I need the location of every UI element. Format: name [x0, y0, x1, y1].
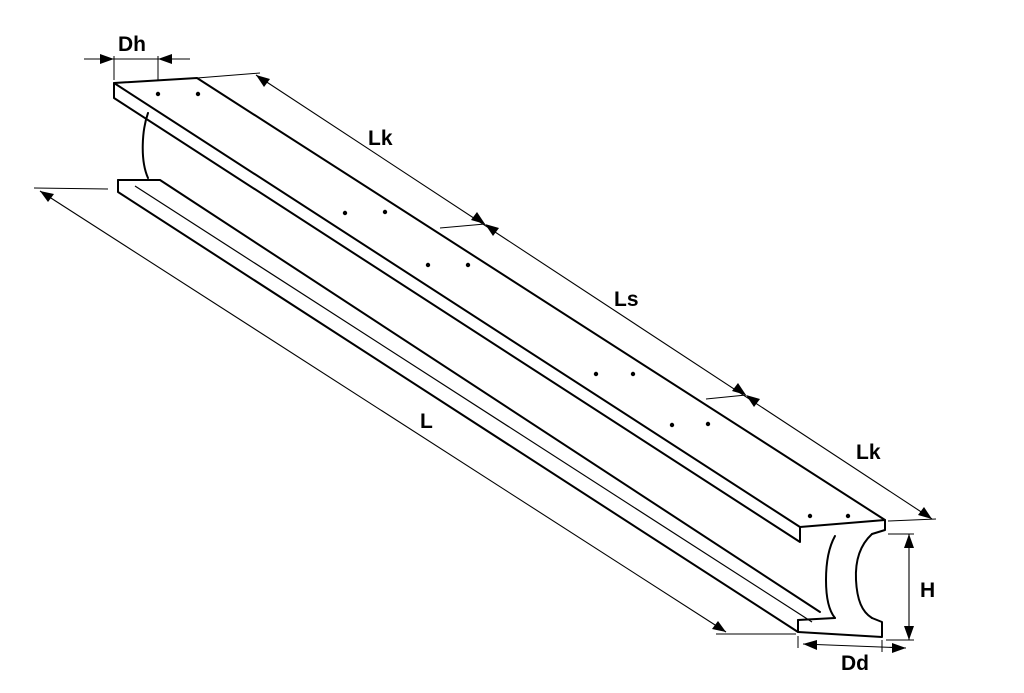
bolt-hole [845, 513, 851, 519]
label-h: H [920, 579, 935, 602]
web-end-profile [825, 535, 836, 619]
bolt-hole [705, 421, 711, 427]
bolt-hole [465, 262, 471, 268]
dimension-dd [797, 636, 907, 653]
top-flange-end-edge [871, 519, 886, 535]
label-ls: Ls [614, 288, 639, 311]
web-front [141, 112, 149, 179]
bolt-hole [342, 210, 348, 216]
bottom-flange-end [797, 617, 883, 638]
bolt-holes [155, 91, 851, 519]
top-flange-front-edge [113, 82, 801, 543]
i-beam [113, 77, 886, 638]
bottom-flange-end-top [797, 617, 836, 621]
bottom-flange-fillet-line [134, 185, 813, 623]
bottom-flange-front-face [117, 179, 799, 633]
bolt-hole [382, 209, 388, 215]
top-flange-top-face [113, 77, 886, 528]
bolt-hole [155, 91, 161, 97]
label-dh: Dh [118, 33, 146, 56]
bottom-flange-top-face [117, 179, 821, 613]
bolt-hole [195, 91, 201, 97]
bolt-hole [593, 371, 599, 377]
label-l: L [420, 410, 433, 433]
dimension-dh [84, 54, 190, 80]
dimension-h [886, 533, 914, 641]
bolt-hole [669, 422, 675, 428]
label-lk-top: Lk [368, 127, 393, 150]
label-dd: Dd [841, 652, 869, 675]
bolt-hole [630, 371, 636, 377]
bolt-hole [807, 513, 813, 519]
dimension-l [33, 187, 796, 635]
label-lk-end: Lk [856, 441, 881, 464]
bolt-hole [425, 262, 431, 268]
dimension-top-chain [196, 72, 937, 522]
web-end-profile-right [854, 533, 873, 619]
